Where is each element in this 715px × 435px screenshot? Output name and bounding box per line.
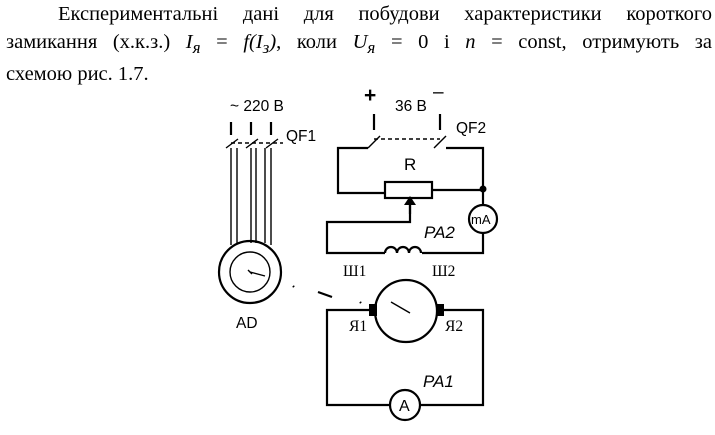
rheostat-r-symbol: [383, 180, 434, 214]
qf2-label: QF2: [456, 120, 486, 137]
ac-terminals: [229, 122, 273, 135]
text-run: ): [269, 30, 277, 53]
junction-dot: [479, 185, 487, 193]
paragraph-line-3: схемою рис. 1.7.: [6, 63, 149, 86]
paragraph-line-2: замикання (х.к.з.) Iя = f(Iз), коли Uя =…: [6, 29, 712, 62]
qf2-switch: [367, 135, 447, 149]
dc-supply-label: 36 В: [395, 98, 427, 115]
subscript-z: з: [262, 37, 270, 57]
text-run: , коли: [276, 30, 353, 53]
field-terminal-2-label: Ш2: [432, 263, 455, 280]
symbol-i: I: [185, 30, 193, 53]
motor-feed-lines: [230, 148, 272, 245]
paragraph-line-1: Експериментальні дані для побудови харак…: [58, 3, 712, 25]
motor-ad-label: AD: [236, 315, 258, 332]
field-terminal-1-label: Ш1: [343, 263, 366, 280]
text-run: замикання (х.к.з.): [6, 30, 186, 53]
motor-ad-symbol: [217, 239, 283, 305]
function-f: f(I: [243, 30, 263, 53]
symbol-u: U: [352, 30, 368, 53]
field-winding-symbol: [383, 245, 423, 254]
subscript-ya: я: [367, 37, 376, 57]
subscript-ya: я: [192, 37, 201, 57]
field-circuit-wires: [325, 146, 485, 255]
qf1-label: QF1: [286, 128, 316, 145]
milliammeter-label: mA: [471, 212, 491, 227]
ammeter-symbol: [388, 388, 422, 422]
milliammeter-symbol: [467, 203, 499, 235]
ammeter-label: A: [399, 398, 410, 415]
qf1-switch: [225, 138, 283, 149]
armature-circuit-wires: [325, 308, 485, 407]
dc-terminals: [372, 114, 442, 130]
armature-terminal-1-label: Я1: [349, 318, 367, 335]
dc-machine-symbol: [369, 278, 444, 344]
resistor-label: R: [404, 155, 416, 174]
ac-supply-label: ~ 220 В: [230, 98, 284, 115]
text-run: = 0 і: [375, 30, 466, 53]
plus-label: +: [364, 84, 376, 107]
symbol-n: n: [465, 30, 476, 53]
body-paragraph: Експериментальні дані для побудови харак…: [6, 1, 712, 89]
pa1-label: PA1: [423, 372, 454, 391]
minus-label: –: [433, 82, 444, 103]
mechanical-coupling: [292, 285, 362, 304]
armature-terminal-2-label: Я2: [445, 318, 463, 335]
text-run: =: [200, 30, 244, 53]
pa2-label: PA2: [424, 223, 455, 242]
text-run: = const, отримують за: [475, 30, 712, 53]
